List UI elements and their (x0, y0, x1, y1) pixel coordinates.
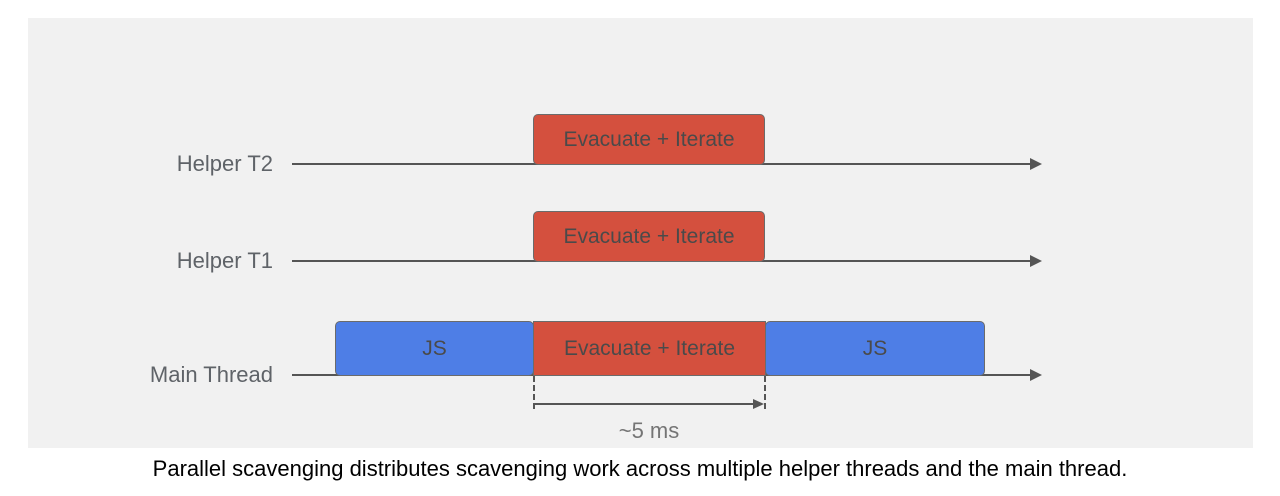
block-label: JS (862, 336, 888, 360)
block-main-scavenge: Evacuate + Iterate (533, 321, 766, 376)
timeline-arrowhead-icon (1030, 255, 1042, 267)
measure-dashed-line-right (764, 376, 766, 409)
block-label: Evacuate + Iterate (563, 127, 735, 151)
measure-arrow-line (534, 403, 755, 405)
block-main-js-before: JS (335, 321, 534, 376)
row-label-helper-t1: Helper T1 (176, 248, 273, 273)
diagram-panel: Helper T2 Evacuate + Iterate Helper T1 E… (28, 18, 1253, 448)
block-helper-t1-scavenge: Evacuate + Iterate (533, 211, 765, 262)
measure-dashed-line-left (533, 376, 535, 409)
row-label-main-thread: Main Thread (149, 362, 273, 387)
measure-duration-label: ~5 ms (618, 418, 680, 443)
timeline-arrowhead-icon (1030, 369, 1042, 381)
block-helper-t2-scavenge: Evacuate + Iterate (533, 114, 765, 165)
figure-caption: Parallel scavenging distributes scavengi… (152, 456, 1128, 481)
block-label: Evacuate + Iterate (563, 336, 736, 360)
block-label: JS (422, 336, 447, 360)
block-main-js-after: JS (765, 321, 985, 376)
block-label: Evacuate + Iterate (563, 224, 735, 248)
timeline-arrowhead-icon (1030, 158, 1042, 170)
row-label-helper-t2: Helper T2 (176, 151, 273, 176)
measure-arrowhead-icon (753, 399, 764, 409)
